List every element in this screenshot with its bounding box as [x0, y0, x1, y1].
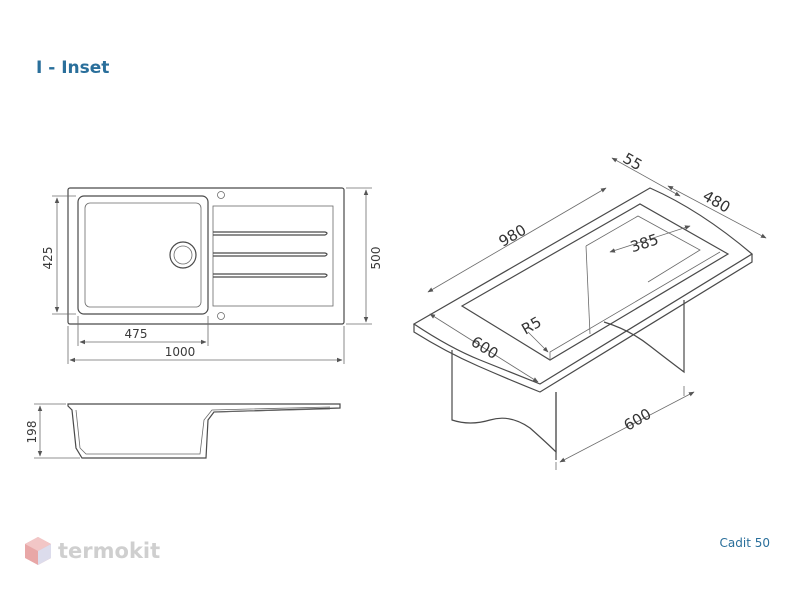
countertop-edge — [413, 254, 753, 393]
dimension-label-1000: 1000 — [165, 345, 196, 359]
cutout-view: 980 55 480 385 R5 600 — [412, 149, 767, 470]
dimension-label-55: 55 — [620, 149, 646, 174]
dimension-radius: R5 — [518, 313, 549, 353]
dimension-width: 1000 — [67, 326, 345, 364]
drain-icon — [169, 241, 197, 269]
dimension-label-425: 425 — [41, 247, 55, 270]
dimension-cabinet: 600 — [555, 386, 695, 470]
page-title: I - Inset — [36, 58, 110, 78]
sink-outline — [67, 187, 345, 325]
watermark-text: termokit — [58, 539, 161, 563]
dimension-label-r5: R5 — [518, 313, 544, 339]
countertop — [412, 187, 754, 385]
dimension-label-385: 385 — [628, 230, 661, 256]
bowl-outer — [77, 195, 209, 315]
dimension-offset: 55 — [611, 149, 681, 197]
dimension-label-198: 198 — [25, 421, 39, 444]
dimension-cutout-length: 980 — [427, 187, 607, 293]
top-view: 425 500 475 1000 — [41, 187, 383, 364]
dimension-height: 500 — [346, 187, 383, 325]
dimension-label-475: 475 — [125, 327, 148, 341]
cabinet-left — [451, 350, 557, 454]
watermark: termokit — [24, 536, 160, 566]
dimension-label-600-front: 600 — [468, 333, 502, 363]
dimension-bowl-width: 475 — [77, 316, 209, 346]
dimension-label-500: 500 — [369, 247, 383, 270]
cutout-hole — [460, 203, 730, 361]
side-view: 198 — [25, 403, 341, 459]
bowl-inner — [84, 202, 202, 308]
dimension-label-980: 980 — [496, 221, 530, 251]
overflow-hole-icon — [217, 312, 225, 320]
drainboard-grooves — [213, 231, 328, 278]
dimension-label-600-cabinet: 600 — [621, 405, 655, 435]
cabinet-right — [603, 300, 685, 374]
dimension-bowl-height: 425 — [41, 195, 76, 315]
dimension-bowl-depth: 385 — [609, 225, 691, 256]
termokit-logo-icon — [25, 537, 51, 565]
side-profile — [67, 403, 341, 459]
dimension-depth: 198 — [25, 403, 80, 459]
tap-hole-icon — [217, 191, 225, 199]
model-label: Cadit 50 — [719, 536, 770, 550]
dimension-cutout-width: 480 — [667, 185, 767, 239]
